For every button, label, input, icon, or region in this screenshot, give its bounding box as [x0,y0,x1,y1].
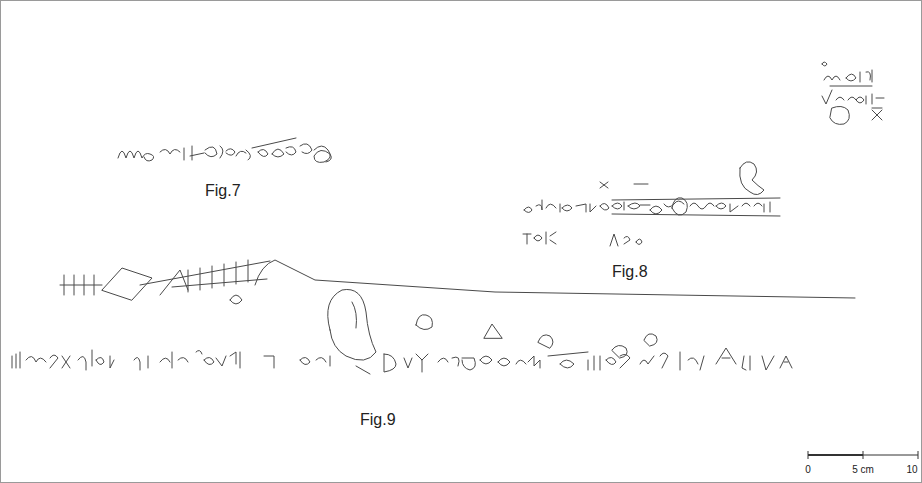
fig9-graffito [12,260,855,374]
fig8-graffito [523,62,884,246]
fig7-graffito [118,138,331,162]
figure-label: Fig.9 [360,412,396,428]
scale-value: 0 [805,465,811,475]
scale-value: 10 [906,465,917,475]
scale-value: 5 cm [852,465,874,475]
figure-label: Fig.8 [612,264,648,280]
scale-bar [808,451,918,459]
figure-label: Fig.7 [205,183,241,199]
